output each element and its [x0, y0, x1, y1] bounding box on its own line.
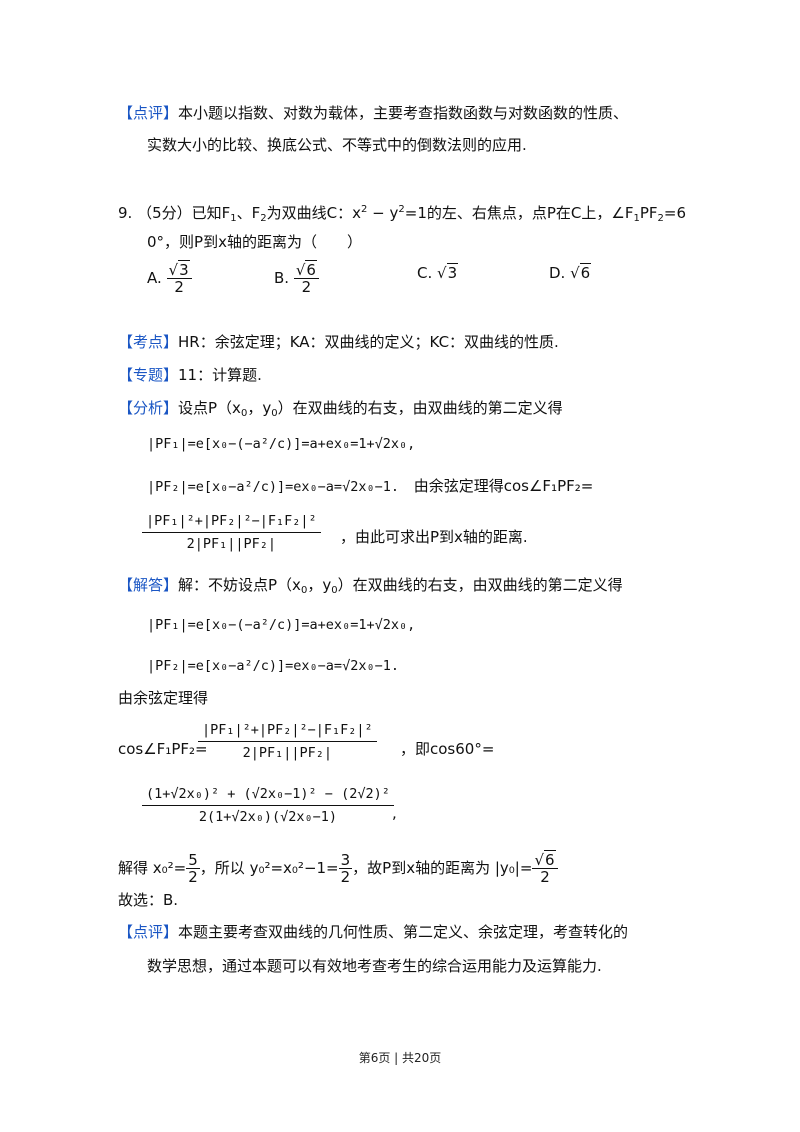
jieda-eq1: |PF₁|=e[x₀−(−a²/c)]=a+ex₀=1+√2x₀, — [147, 617, 416, 633]
fenxi-tail: ，由此可求出P到x轴的距离. — [340, 528, 528, 546]
option-c: C. √3 — [417, 263, 459, 282]
review-top-line2: 实数大小的比较、换底公式、不等式中的倒数法则的应用. — [147, 136, 527, 154]
review-tag: 【点评】 — [118, 104, 179, 122]
option-d: D. √6 — [549, 263, 592, 282]
jieda-cos-fraction: |PF₁|²+|PF₂|²−|F₁F₂|² 2|PF₁||PF₂| — [198, 722, 377, 761]
jieda-cos-tail: ，即cos60°= — [400, 740, 495, 758]
question-line2: 0°，则P到x轴的距离为（ ） — [147, 233, 362, 251]
fenxi-eq2-line: |PF₂|=e[x₀−a²/c)]=ex₀−a=√2x₀−1. 由余弦定理得co… — [147, 477, 594, 495]
review-top-line1: 【点评】本小题以指数、对数为载体，主要考查指数函数与对数函数的性质、 — [118, 102, 628, 124]
review-bottom-line2: 数学思想，通过本题可以有效地考查考生的综合运用能力及运算能力. — [147, 957, 602, 975]
jieda-line1: 【解答】解：不妨设点P（x0，y0）在双曲线的右支，由双曲线的第二定义得 — [118, 576, 623, 596]
fenxi-cos-fraction: |PF₁|²+|PF₂|²−|F₁F₂|² 2|PF₁||PF₂| — [142, 513, 321, 552]
jieda-cos-intro: 由余弦定理得 — [118, 689, 209, 707]
fenxi-eq1: |PF₁|=e[x₀−(−a²/c)]=a+ex₀=1+√2x₀, — [147, 436, 416, 452]
jieda-cos60-fraction: (1+√2x₀)² + (√2x₀−1)² − (2√2)² 2(1+√2x₀)… — [142, 786, 394, 825]
fenxi-line1: 【分析】设点P（x0，y0）在双曲线的右支，由双曲线的第二定义得 — [118, 399, 563, 419]
page-footer: 第6页 | 共20页 — [358, 1051, 442, 1065]
review-bottom-line1: 【点评】本题主要考查双曲线的几何性质、第二定义、余弦定理，考查转化的 — [118, 923, 629, 941]
jieda-eq2: |PF₂|=e[x₀−a²/c)]=ex₀−a=√2x₀−1. — [147, 658, 399, 674]
zhuanti-line: 【专题】11：计算题. — [118, 366, 262, 384]
question-line1: 9. （5分）已知F1、F2为双曲线C：x2 − y2=1的左、右焦点，点P在C… — [118, 204, 687, 224]
jieda-choice: 故选：B. — [118, 891, 179, 909]
review-text: 本小题以指数、对数为载体，主要考查指数函数与对数函数的性质、 — [178, 104, 629, 122]
kaodian-line: 【考点】HR：余弦定理；KA：双曲线的定义；KC：双曲线的性质. — [118, 333, 559, 351]
question-number: 9. — [118, 204, 133, 222]
jieda-cos-label: cos∠F₁PF₂= — [118, 740, 208, 758]
jieda-frac2-tail: , — [392, 804, 397, 822]
